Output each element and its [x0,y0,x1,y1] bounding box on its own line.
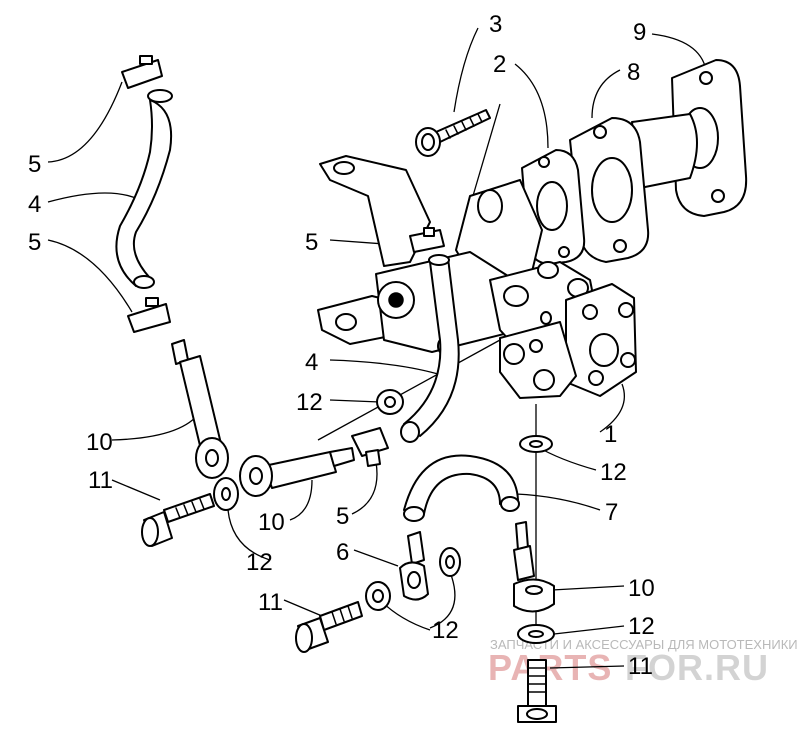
bolt-11-right-low [517,659,557,723]
watermark-tagline: ЗАПЧАСТИ И АКСЕССУАРЫ ДЛЯ МОТОТЕХНИКИ [490,637,798,652]
clamp-5-left-top [121,55,163,89]
leader-3 [453,27,479,113]
leader-10-left [111,411,201,441]
hose-7 [403,454,520,522]
washer-12-lower-a [439,547,461,577]
callout-10-center: 10 [258,509,285,536]
leader-2 [514,63,549,149]
intake-spigot-8 [569,113,698,263]
leader-5-left-mid [47,239,133,313]
callout-2: 2 [493,51,506,78]
bolt-11-left [141,493,215,547]
callout-10-right-low: 10 [628,575,655,602]
banjo-fitting-10-left [171,339,229,479]
clamp-5-left-mid [127,297,171,333]
leader-9 [651,33,707,71]
callout-5-center: 5 [305,229,318,256]
leader-12-left-low [227,509,271,561]
alignment-line-main [317,339,501,441]
washer-12-left [213,477,239,511]
callout-10-left: 10 [86,429,113,456]
callout-12-lower: 12 [432,617,459,644]
callout-3: 3 [489,11,502,38]
bolt-3 [415,109,491,157]
callout-5-left-top: 5 [28,151,41,178]
washer-12-center [376,389,404,415]
oil-pump-1 [375,179,637,399]
leader-4-left [47,192,141,203]
callout-4-center: 4 [305,349,318,376]
washer-12-right-mid [519,435,553,453]
callout-9: 9 [633,19,646,46]
clamp-5-center [409,227,445,253]
callout-8: 8 [627,59,640,86]
callout-11-left: 11 [88,467,113,494]
callout-5-left-mid: 5 [28,229,41,256]
callout-12-right-low: 12 [628,613,655,640]
bolt-11-lower [295,601,363,653]
leader-8 [591,69,621,119]
leader-12-lower-b [429,571,456,629]
hose-4-center [400,254,460,443]
callout-5-lower: 5 [336,503,349,530]
leader-12-center [329,399,381,403]
leader-11-left [111,479,161,501]
callout-12-right-mid: 12 [600,459,627,486]
washer-12-lower-b [365,581,391,611]
leader-12-right-low [553,625,625,635]
leader-11-right-low [549,665,625,669]
banjo-fitting-10-right-low [513,521,555,613]
leader-11-lower [283,599,323,617]
callout-11-right-low: 11 [628,653,653,680]
banjo-fitting-10-center [239,447,355,497]
callout-6: 6 [336,539,349,566]
hose-4-left [115,89,173,289]
callout-12-center: 12 [296,389,323,416]
callout-4-left: 4 [28,191,41,218]
washer-12-right-low [517,624,555,644]
alignment-line-bolt [469,103,501,207]
leader-4-center [329,359,439,375]
leader-1 [599,383,626,433]
leader-6 [353,549,399,567]
watermark-brand-right: FOR.RU [625,647,769,688]
leader-5-lower [351,461,378,515]
callout-12-left-low: 12 [246,549,273,576]
clamp-5-lower [351,427,389,467]
fitting-6 [399,531,429,601]
callout-7: 7 [605,499,618,526]
leader-10-right-low [551,585,625,591]
callout-labels: 3 9 2 8 5 4 5 5 4 12 1 10 12 11 7 10 5 1… [28,11,655,680]
callout-1: 1 [604,421,617,448]
callout-11-lower: 11 [258,589,283,616]
leader-7 [515,493,601,511]
leader-5-left-top [47,81,123,163]
leader-10-center [289,479,313,521]
